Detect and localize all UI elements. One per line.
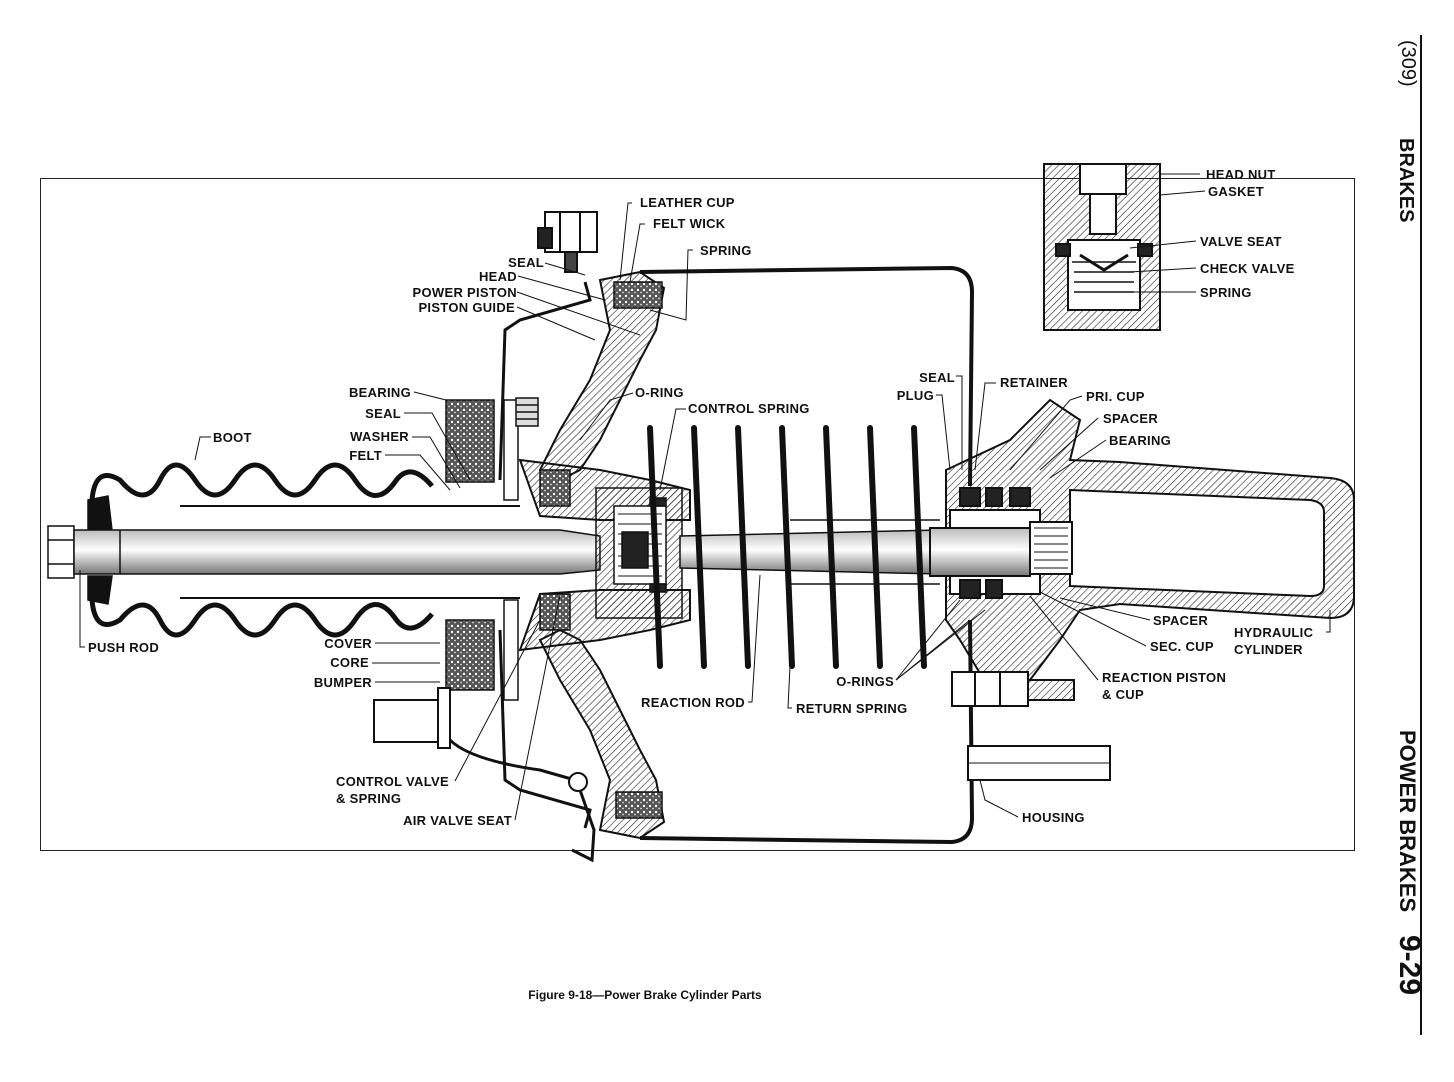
leader-lines [79, 173, 1331, 821]
label-and-cup: & CUP [1102, 687, 1144, 702]
label-hydraulic: HYDRAULIC [1234, 625, 1314, 640]
label-air-valve-seat: AIR VALVE SEAT [403, 813, 512, 828]
label-control-spring: CONTROL SPRING [688, 401, 810, 416]
boot-bellows [89, 462, 434, 638]
label-control-valve: CONTROL VALVE [336, 774, 449, 789]
return-spring [647, 425, 927, 669]
label-felt-wick: FELT WICK [653, 216, 726, 231]
bearing-felt-stack [445, 397, 539, 701]
label-bearing-right: BEARING [1109, 433, 1171, 448]
label-seal-right: SEAL [919, 370, 955, 385]
label-return-spring: RETURN SPRING [796, 701, 908, 716]
push-rod [47, 505, 601, 599]
mounting-stud [951, 671, 1111, 781]
label-seal-top: SEAL [508, 255, 544, 270]
label-spacer-top: SPACER [1103, 411, 1158, 426]
boot-end-cap [87, 495, 113, 605]
label-washer: WASHER [350, 429, 409, 444]
label-cylinder: CYLINDER [1234, 642, 1303, 657]
mounting-bolt [537, 211, 598, 273]
label-push-rod: PUSH ROD [88, 640, 159, 655]
label-check-valve: CHECK VALVE [1200, 261, 1295, 276]
label-spring-top: SPRING [700, 243, 752, 258]
label-o-rings: O-RINGS [836, 674, 894, 689]
label-felt: FELT [349, 448, 382, 463]
check-valve-inset [1043, 163, 1161, 331]
leather-cup-felt-wick [613, 281, 663, 819]
section-title: BRAKES [1395, 138, 1417, 223]
label-seal-left: SEAL [365, 406, 401, 421]
margin-rule [1420, 35, 1422, 1035]
label-and-spring: & SPRING [336, 791, 401, 806]
label-bearing-left: BEARING [349, 385, 411, 400]
label-valve-seat: VALVE SEAT [1200, 234, 1282, 249]
callout-labels: LEATHER CUP FELT WICK SPRING SEAL HEAD P… [88, 167, 1314, 828]
label-sec-cup: SEC. CUP [1150, 639, 1214, 654]
label-reaction-rod: REACTION ROD [641, 695, 745, 710]
label-o-ring: O-RING [635, 385, 684, 400]
label-spring-inset: SPRING [1200, 285, 1252, 300]
label-retainer: RETAINER [1000, 375, 1068, 390]
label-cover: COVER [324, 636, 372, 651]
vacuum-housing [639, 265, 975, 845]
reaction-rod [679, 519, 941, 585]
label-head: HEAD [479, 269, 517, 284]
left-bracket-tube [373, 687, 596, 863]
label-plug: PLUG [897, 388, 934, 403]
label-bumper: BUMPER [314, 675, 372, 690]
label-spacer-bottom: SPACER [1153, 613, 1208, 628]
label-reaction-piston: REACTION PISTON [1102, 670, 1226, 685]
label-core: CORE [330, 655, 369, 670]
label-piston-guide: PISTON GUIDE [418, 300, 515, 315]
label-leather-cup: LEATHER CUP [640, 195, 735, 210]
label-power-piston: POWER PISTON [413, 285, 517, 300]
label-housing: HOUSING [1022, 810, 1085, 825]
label-boot: BOOT [213, 430, 252, 445]
page-number: (309) [1397, 40, 1419, 87]
chapter-title: POWER BRAKES [1395, 730, 1420, 913]
label-head-nut: HEAD NUT [1206, 167, 1276, 182]
figure-caption: Figure 9-18—Power Brake Cylinder Parts [528, 988, 762, 1002]
label-pri-cup: PRI. CUP [1086, 389, 1145, 404]
label-gasket: GASKET [1208, 184, 1264, 199]
